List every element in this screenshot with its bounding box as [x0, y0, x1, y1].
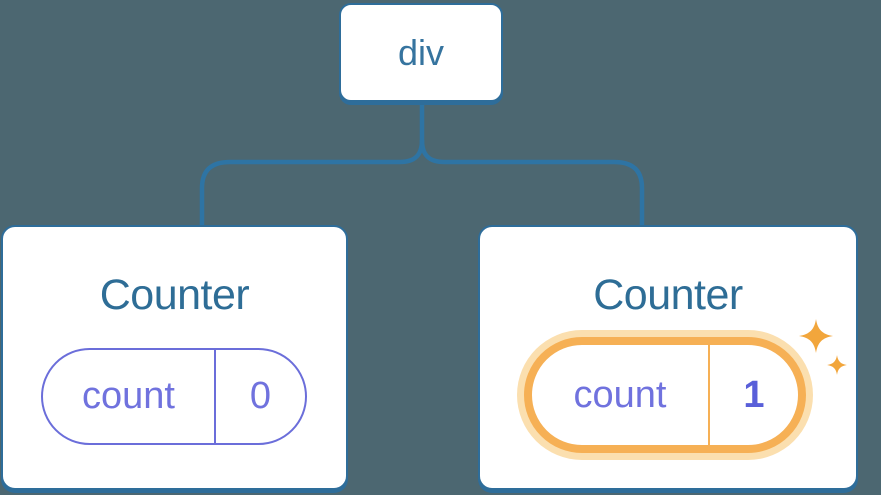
connector-right-branch: [419, 139, 645, 227]
root-node: div: [339, 3, 503, 102]
state-value: 1: [743, 373, 765, 416]
component-title: Counter: [99, 271, 250, 319]
state-key: count: [532, 345, 710, 445]
counter-card-right: Counter count 1: [478, 225, 858, 490]
state-pill: count 0: [41, 348, 307, 445]
component-title: Counter: [593, 271, 743, 319]
connector-left-branch: [199, 139, 425, 227]
state-pill-highlighted: count 1: [524, 337, 806, 453]
root-node-label: div: [397, 31, 445, 73]
state-key: count: [43, 350, 216, 443]
state-value: 0: [249, 375, 272, 417]
counter-card-left: Counter count 0: [1, 225, 348, 490]
